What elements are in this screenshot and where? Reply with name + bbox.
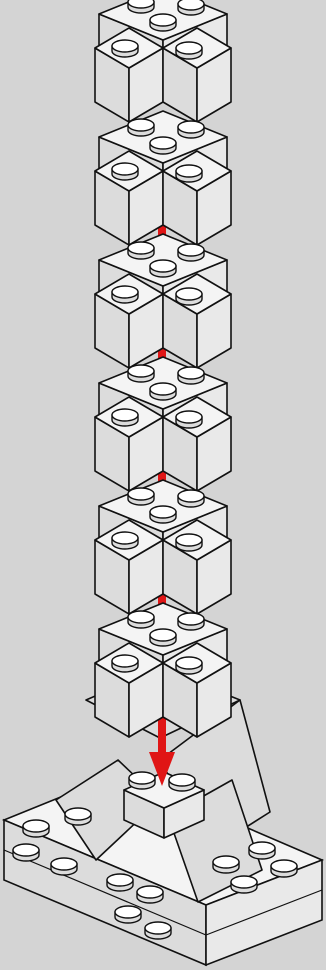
stud	[178, 613, 204, 630]
stud	[129, 772, 155, 789]
stud	[213, 856, 239, 873]
stud	[150, 14, 176, 31]
stud	[169, 774, 195, 791]
cross-front-right-block	[163, 274, 231, 368]
stud	[112, 532, 138, 549]
stud	[178, 121, 204, 138]
stud	[112, 163, 138, 180]
stud	[176, 42, 202, 59]
stud	[176, 165, 202, 182]
stud	[150, 260, 176, 277]
stud	[271, 860, 297, 877]
stud	[128, 488, 154, 505]
stud	[178, 490, 204, 507]
stud	[178, 244, 204, 261]
stud	[13, 844, 39, 861]
stud	[150, 506, 176, 523]
stud	[176, 288, 202, 305]
cross-brick-layer-1	[95, 0, 231, 122]
stud	[115, 906, 141, 923]
stud	[112, 409, 138, 426]
stud	[23, 820, 49, 837]
stud	[107, 874, 133, 891]
stud	[145, 922, 171, 939]
stud	[128, 0, 154, 13]
cross-brick-layer-3	[95, 234, 231, 368]
cross-brick-layer-5	[95, 480, 231, 614]
stud	[150, 629, 176, 646]
cross-brick-layer-6	[95, 603, 231, 737]
stud	[178, 0, 204, 15]
stud	[65, 808, 91, 825]
cross-front-right-block	[163, 520, 231, 614]
cross-brick-layer-4	[95, 357, 231, 491]
stud	[176, 411, 202, 428]
cross-brick-layer-2	[95, 111, 231, 245]
cross-front-right-block	[163, 28, 231, 122]
stud	[112, 655, 138, 672]
stud	[128, 242, 154, 259]
stud	[150, 137, 176, 154]
stud	[231, 876, 257, 893]
stud	[178, 367, 204, 384]
stud	[128, 365, 154, 382]
stacked-cross-layers	[95, 0, 231, 737]
cross-front-right-block	[163, 397, 231, 491]
stud	[128, 611, 154, 628]
stud	[249, 842, 275, 859]
stud	[137, 886, 163, 903]
cross-front-right-block	[163, 643, 231, 737]
cross-front-right-block	[163, 151, 231, 245]
stud	[51, 858, 77, 875]
stud	[112, 286, 138, 303]
stud	[150, 383, 176, 400]
stud	[128, 119, 154, 136]
stud	[176, 657, 202, 674]
stud	[176, 534, 202, 551]
stud	[112, 40, 138, 57]
